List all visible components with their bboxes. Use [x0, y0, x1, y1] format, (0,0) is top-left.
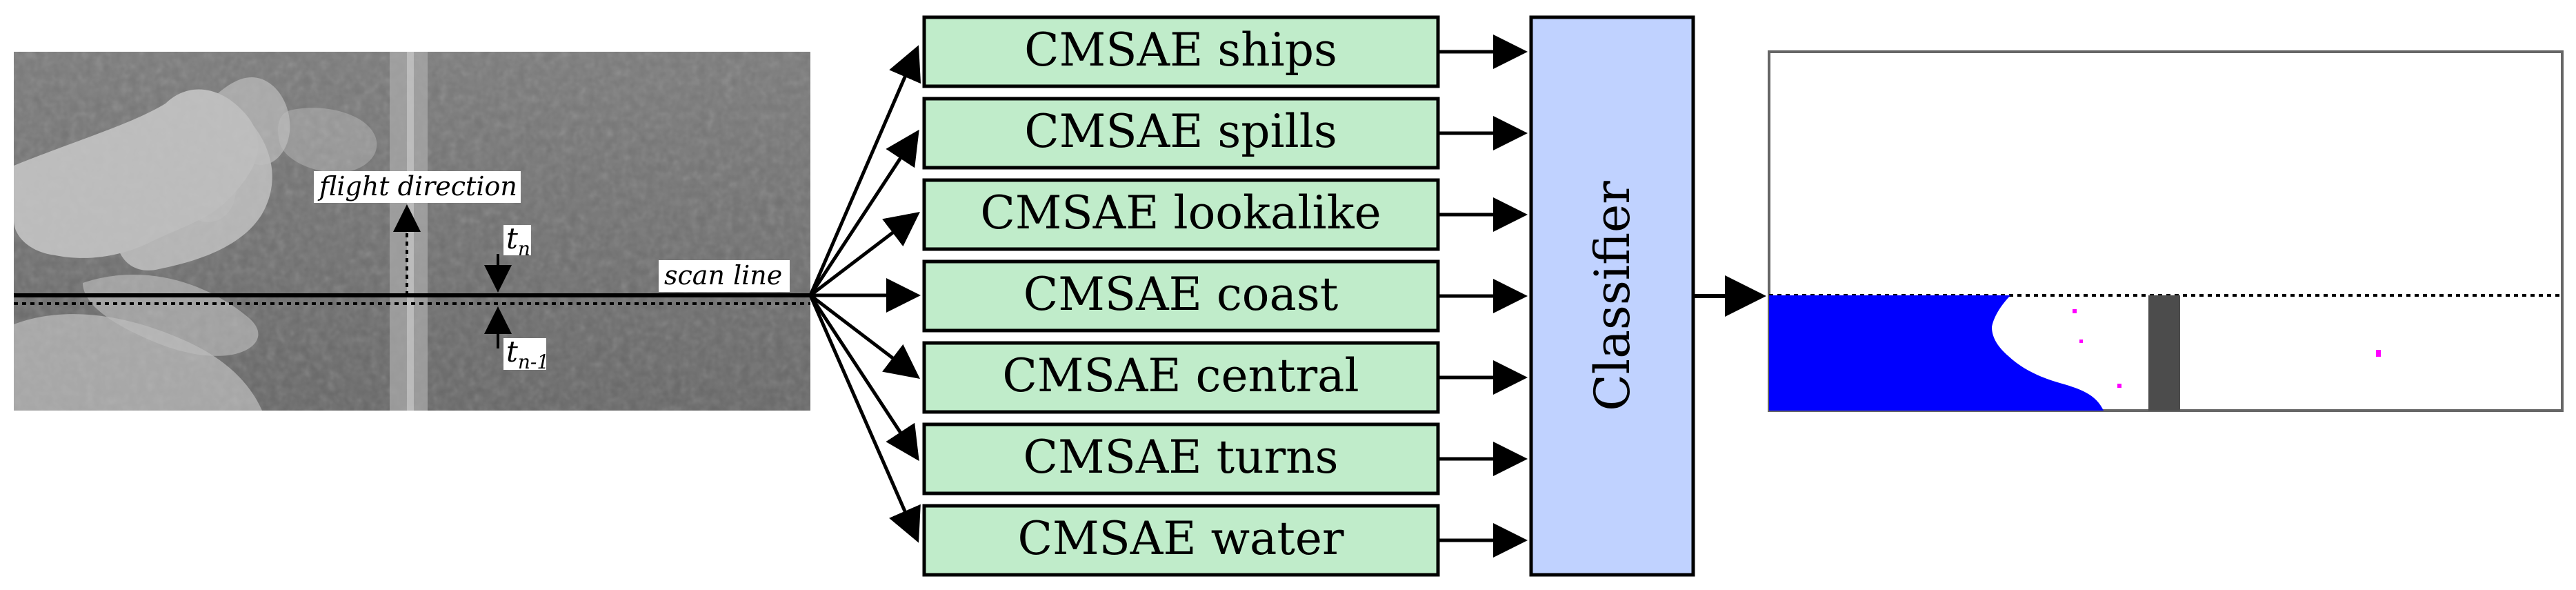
cmsae-box-water-label: CMSAE water — [1017, 512, 1344, 565]
output-specks — [2073, 309, 2381, 388]
scan-line-label-bg — [659, 260, 790, 292]
output-blue-region — [1769, 295, 2104, 411]
cmsae-box-lookalike-label: CMSAE lookalike — [980, 186, 1381, 239]
fan-out-arrows — [808, 45, 921, 543]
cmsae-box-spills-label: CMSAE spills — [1024, 105, 1337, 158]
cmsae-box-water: CMSAE water — [922, 504, 1440, 577]
cmsae-box-ships: CMSAE ships — [922, 15, 1440, 88]
t-n-minus-1-label-bg — [503, 338, 546, 370]
classifier-label: Classifier — [1584, 181, 1641, 411]
scan-line-label: scan line — [664, 260, 782, 291]
t-n-label-bg — [503, 225, 531, 255]
cmsae-boxes: CMSAE ships CMSAE spills CMSAE lookalike… — [922, 15, 1440, 577]
cmsae-box-lookalike: CMSAE lookalike — [922, 178, 1440, 251]
t-n-minus-1-label: tn-1 — [506, 335, 549, 373]
cmsae-box-coast-label: CMSAE coast — [1024, 268, 1339, 321]
cmsae-box-central: CMSAE central — [922, 341, 1440, 414]
flight-direction-label: flight direction — [317, 171, 517, 201]
cmsae-box-coast: CMSAE coast — [922, 259, 1440, 333]
classifier-block: Classifier — [1529, 15, 1695, 577]
flight-direction-label-bg — [314, 171, 521, 203]
cmsae-box-central-label: CMSAE central — [1002, 349, 1359, 402]
cmsae-box-spills: CMSAE spills — [922, 97, 1440, 170]
cmsae-box-turns: CMSAE turns — [922, 422, 1440, 495]
sar-image-patches — [14, 77, 377, 411]
output-dark-bar — [2148, 295, 2180, 411]
t-n-label: tn — [506, 222, 530, 260]
output-panel — [1768, 50, 2564, 412]
cmsae-box-ships-label: CMSAE ships — [1024, 23, 1337, 77]
to-classifier-arrows — [1438, 35, 1528, 558]
cmsae-box-turns-label: CMSAE turns — [1023, 431, 1338, 484]
input-sar-panel: flight direction scan line tn tn-1 — [14, 52, 810, 411]
